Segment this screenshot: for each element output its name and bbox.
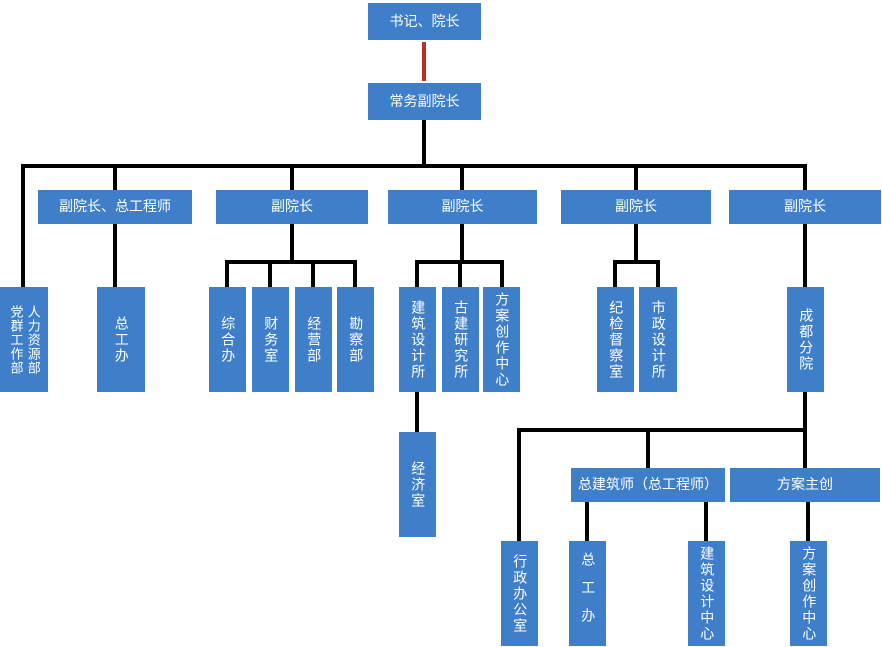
connector-drop-vice-dean-1 — [113, 168, 117, 190]
node-label: 书记、院长 — [389, 12, 460, 29]
connector-g2-drop-2 — [268, 264, 272, 287]
node-label: 行政办公室 — [512, 553, 529, 634]
node-finance-office: 财务室 — [252, 287, 289, 392]
node-label: 副院长 — [615, 198, 657, 215]
node-architecture-design-center: 建筑设计中心 — [688, 541, 725, 646]
connector-chengdu-drop-chief-architect — [646, 432, 650, 468]
node-label: 方案创作中心 — [494, 291, 511, 388]
node-chengdu-branch: 成都分院 — [787, 287, 824, 392]
node-vice-dean-4: 副院长 — [561, 190, 711, 224]
connector-g3-stem — [460, 224, 464, 260]
connector-drop-vice-dean-4 — [634, 168, 638, 190]
node-label: 财务室 — [263, 315, 280, 364]
node-label: 古建研究所 — [453, 299, 470, 380]
connector-g2-bar — [225, 260, 357, 264]
connector-drop-vice-dean-2 — [290, 168, 294, 190]
node-vice-dean-5: 副院长 — [729, 190, 881, 224]
connector-g5-stem — [803, 224, 807, 287]
connector-chengdu-drop-scheme-lead — [803, 432, 807, 468]
connector-g4-drop-1 — [613, 264, 617, 287]
connector-g2-drop-3 — [311, 264, 315, 287]
node-chengdu-scheme-creation-center: 方案创作中心 — [790, 541, 827, 646]
node-label-party-mass-dept: 党群工作部 — [8, 304, 24, 375]
connector-g3-bar — [415, 260, 504, 264]
connector-main-bar — [21, 164, 807, 168]
node-label-hr-dept: 人力资源部 — [25, 304, 41, 375]
connector-exec-stem — [422, 120, 426, 164]
node-label: 建筑设计中心 — [699, 545, 716, 642]
connector-chengdu-drop-admin — [517, 432, 521, 541]
node-survey-dept: 勘察部 — [337, 287, 374, 392]
connector-g2-stem — [290, 224, 294, 260]
node-label: 经济室 — [410, 460, 427, 509]
node-scheme-lead: 方案主创 — [730, 468, 880, 502]
node-label: 纪检督察室 — [608, 299, 625, 380]
connector-drop-vice-dean-3 — [460, 168, 464, 190]
node-architecture-design-institute: 建筑设计所 — [399, 287, 436, 392]
node-ancient-architecture-institute: 古建研究所 — [442, 287, 479, 392]
connector-chengdu-bar — [517, 428, 807, 432]
connector-g1-stem — [113, 224, 117, 287]
node-secretary-dean: 书记、院长 — [368, 3, 481, 40]
node-label: 成都分院 — [798, 307, 815, 372]
node-label: 常务副院长 — [389, 92, 460, 109]
node-vice-dean-2: 副院长 — [216, 190, 368, 224]
connector-g3-drop-3 — [500, 264, 504, 287]
node-economy-office: 经济室 — [399, 432, 436, 537]
node-vice-dean-3: 副院长 — [388, 190, 537, 224]
node-discipline-inspection-office: 纪检督察室 — [597, 287, 634, 392]
node-chief-architect: 总建筑师（总工程师） — [571, 468, 725, 502]
node-label: 方案主创 — [777, 476, 833, 493]
node-admin-office: 行政办公室 — [501, 541, 538, 646]
node-label: 总工办 — [580, 551, 597, 636]
node-label: 总工办 — [113, 315, 130, 364]
connector-scheme-lead-drop-1 — [806, 502, 810, 541]
connector-drop-direct-depts — [21, 168, 25, 287]
node-label: 副院长、总工程师 — [59, 198, 171, 215]
node-label: 副院长 — [441, 198, 484, 215]
node-scheme-creation-center: 方案创作中心 — [483, 287, 520, 392]
connector-economy-office — [415, 392, 419, 432]
node-exec-vice-dean: 常务副院长 — [368, 83, 481, 120]
node-label: 副院长 — [271, 198, 313, 215]
connector-g4-bar — [613, 260, 660, 264]
node-label: 勘察部 — [348, 315, 365, 364]
node-vice-dean-chief-engineer: 副院长、总工程师 — [38, 190, 192, 224]
connector-drop-vice-dean-5 — [803, 168, 807, 190]
node-chief-engineer-office: 总工办 — [97, 287, 145, 392]
connector-g2-drop-1 — [225, 264, 229, 287]
node-party-mass-and-hr-dept: 党群工作部 人力资源部 — [0, 287, 48, 392]
node-business-dept: 经营部 — [295, 287, 332, 392]
connector-chief-architect-drop-2 — [704, 502, 708, 541]
node-label: 综合办 — [220, 315, 237, 364]
node-chengdu-chief-engineer-office: 总工办 — [569, 541, 606, 646]
connector-g2-drop-4 — [353, 264, 357, 287]
node-label: 副院长 — [784, 198, 826, 215]
connector-g3-drop-2 — [458, 264, 462, 287]
connector-g3-drop-1 — [415, 264, 419, 287]
node-label: 经营部 — [306, 315, 323, 364]
node-label: 市政设计所 — [650, 299, 667, 380]
connector-g4-stem — [634, 224, 638, 260]
node-label: 方案创作中心 — [801, 545, 818, 642]
node-label: 总建筑师（总工程师） — [578, 476, 718, 493]
node-label: 建筑设计所 — [410, 299, 427, 380]
connector-secretary-to-exec — [422, 42, 426, 81]
connector-chengdu-stem — [803, 392, 807, 428]
connector-g4-drop-2 — [656, 264, 660, 287]
node-municipal-design-institute: 市政设计所 — [639, 287, 677, 392]
node-general-office: 综合办 — [209, 287, 246, 392]
connector-chief-architect-drop-1 — [585, 502, 589, 541]
